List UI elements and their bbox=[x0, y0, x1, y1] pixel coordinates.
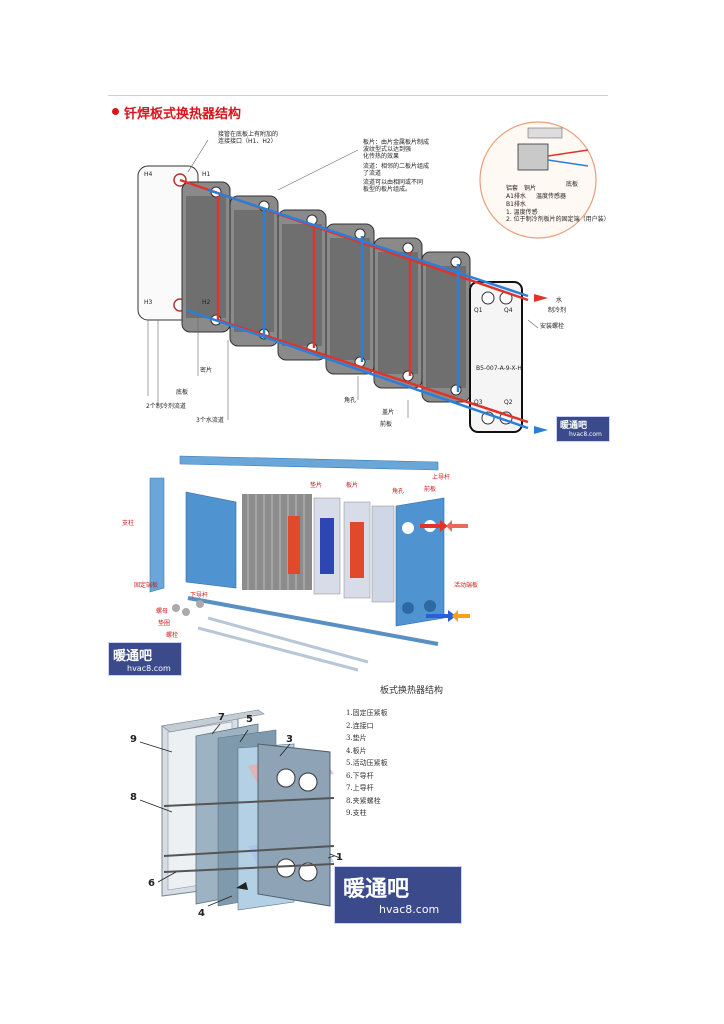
callout-8: 8 bbox=[130, 792, 137, 803]
brand-watermark-1: 暖通吧 hvac8.com bbox=[556, 416, 610, 442]
bolt-label: 螺栓 bbox=[166, 632, 179, 639]
callout-9: 9 bbox=[130, 734, 137, 745]
port-h1-label: H1 bbox=[202, 171, 211, 178]
port-q4-label: Q4 bbox=[504, 307, 513, 314]
brand-watermark-2: 暖通吧 hvac8.com bbox=[108, 642, 182, 676]
support-label: 支柱 bbox=[122, 520, 135, 527]
washer-label: 垫圈 bbox=[158, 620, 171, 627]
exploded-diagram bbox=[149, 455, 470, 672]
title-bullet-icon bbox=[112, 108, 119, 115]
inset-label-3: 底板 bbox=[566, 181, 579, 188]
port-q1-label: Q1 bbox=[474, 307, 483, 314]
legend-item: 3.垫片 bbox=[346, 734, 367, 742]
mount-bolt-label: 安装螺栓 bbox=[540, 323, 565, 330]
blue-flow-lines bbox=[185, 188, 529, 430]
callout-plate-3: 流道可以由相同或不同 板型的板片组成。 bbox=[363, 179, 424, 193]
callout-ports: 接管在底板上有附加的 连接接口（H1、H2） bbox=[218, 131, 279, 145]
plate-exchanger-assembly-figure: 9 8 6 4 7 5 3 1 bbox=[108, 696, 464, 926]
inset-note: 1. 温度传感 2. 位于制冷剂板片的固定端（用户装） bbox=[506, 209, 610, 223]
seal-plate-label: 垫片 bbox=[310, 482, 323, 489]
top-divider bbox=[108, 95, 608, 96]
cover-plate-label: 盖片 bbox=[382, 409, 395, 416]
brand-url: hvac8.com bbox=[127, 664, 171, 673]
corner-hole-label: 角孔 bbox=[344, 397, 357, 404]
plate-pack bbox=[242, 494, 395, 603]
callout-1: 1 bbox=[336, 852, 343, 863]
legend-item: 2.连接口 bbox=[346, 721, 374, 730]
two-refrigerant-label: 2个制冷剂流道 bbox=[146, 403, 186, 410]
legend-list: 1.固定压紧板 2.连接口 3.垫片 4.板片 5.活动压紧板 6.下导杆 7.… bbox=[346, 707, 388, 820]
corner-hole-label: 角孔 bbox=[392, 488, 405, 495]
base-plate-label: 底板 bbox=[176, 389, 189, 396]
legend-item: 8.夹紧螺栓 bbox=[346, 796, 381, 805]
legend-item: 5.活动压紧板 bbox=[346, 759, 388, 767]
inset-label-2: 铜片 bbox=[524, 185, 537, 192]
bottom-rod-label: 下导杆 bbox=[190, 592, 209, 599]
three-water-label: 3个水流道 bbox=[196, 417, 224, 424]
legend-item: 7.上导杆 bbox=[346, 784, 374, 792]
callout-4: 4 bbox=[198, 908, 205, 919]
gasketed-exchanger-exploded-figure: 垫片 板片 角孔 前板 上导杆 支柱 固定端板 下导杆 活动端板 螺母 垫圈 螺… bbox=[108, 448, 492, 674]
flow-arrows bbox=[420, 520, 470, 622]
legend-item: 4.板片 bbox=[346, 746, 367, 755]
brand-name: 暖通吧 bbox=[560, 421, 588, 431]
legend-item: 6.下导杆 bbox=[346, 771, 374, 780]
plate-label: 板片 bbox=[346, 482, 359, 489]
port-q3-label: Q3 bbox=[474, 399, 483, 406]
brand-name: 暖通吧 bbox=[343, 877, 410, 902]
brand-watermark-3: 暖通吧 hvac8.com bbox=[334, 866, 462, 924]
brand-url: hvac8.com bbox=[379, 903, 440, 916]
port-q2-label: Q2 bbox=[504, 399, 513, 406]
callout-plate-1: 板片：由片金属板片制成 波纹型式以达到强 化传热的效果 bbox=[363, 139, 430, 160]
front-plate-label: 前板 bbox=[380, 421, 393, 428]
section-title: 钎焊板式换热器结构 bbox=[124, 107, 242, 122]
fixed-plate-label: 固定端板 bbox=[134, 582, 159, 589]
top-rod-label: 上导杆 bbox=[432, 474, 451, 481]
port-h3-label: H3 bbox=[144, 299, 153, 306]
movable-plate-label: 活动端板 bbox=[454, 582, 479, 589]
cover-label: 前板 bbox=[424, 486, 437, 493]
legend-item: 9.支柱 bbox=[346, 809, 367, 817]
seal-plate-label: 密片 bbox=[200, 367, 213, 374]
assembly-diagram bbox=[139, 709, 341, 911]
nut-label: 螺母 bbox=[156, 608, 169, 615]
inset-label-6: B1排水 bbox=[506, 201, 526, 208]
brand-url: hvac8.com bbox=[569, 431, 602, 438]
refrigerant-label: 制冷剂 bbox=[548, 307, 567, 314]
callout-7: 7 bbox=[218, 712, 225, 723]
port-h4-label: H4 bbox=[144, 171, 153, 178]
inset-label-1: 铝套 bbox=[506, 185, 519, 192]
callout-5: 5 bbox=[246, 714, 253, 725]
brazed-exchanger-figure: 接管在底板上有附加的 连接接口（H1、H2） 板片：由片金属板片制成 波纹型式以… bbox=[108, 100, 610, 442]
inset-label-5: A1排水 bbox=[506, 193, 526, 200]
plate-stack bbox=[181, 181, 471, 403]
port-h2-label: H2 bbox=[202, 299, 211, 306]
inset-label-4: 温度传感器 bbox=[536, 193, 567, 200]
callout-3: 3 bbox=[286, 734, 293, 745]
figure-caption: 板式换热器结构 bbox=[380, 686, 444, 696]
callout-6: 6 bbox=[148, 878, 155, 889]
legend-item: 1.固定压紧板 bbox=[346, 709, 388, 717]
brazed-exchanger-diagram bbox=[137, 121, 597, 434]
brand-name: 暖通吧 bbox=[113, 649, 153, 664]
model-label: B5-007-A-9-X-H bbox=[476, 365, 522, 372]
water-label: 水 bbox=[556, 297, 563, 304]
callout-plate-2: 流道：相邻的二板片组成 了流道 bbox=[363, 163, 430, 177]
